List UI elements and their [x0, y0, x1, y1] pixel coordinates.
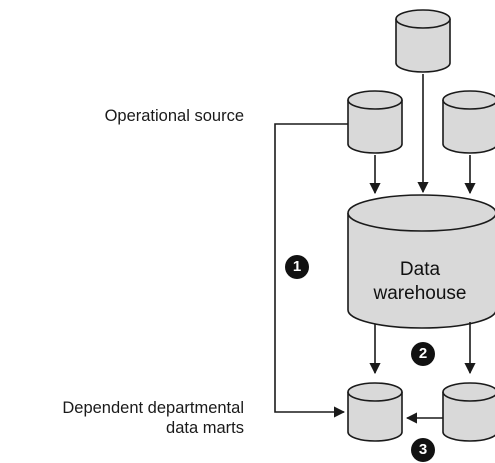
- badge-2-number: 2: [418, 345, 428, 362]
- dependent-data-marts-label: Dependent departmental data marts: [0, 398, 244, 438]
- arrow-source-bypass-to-mart: [274, 123, 348, 418]
- dependent-data-marts-label-line1: Dependent departmental: [62, 399, 244, 417]
- warehouse-label-line1: Data: [399, 259, 441, 280]
- operational-source-top-cylinder: [395, 9, 451, 73]
- warehouse-label-line2: warehouse: [373, 283, 467, 304]
- operational-source-right-cylinder: [442, 90, 495, 154]
- data-warehouse-cylinder: [347, 194, 495, 329]
- operational-source-left-cylinder: [347, 90, 403, 154]
- badge-1-number: 1: [292, 258, 302, 275]
- data-mart-right-cylinder: [442, 382, 495, 442]
- badge-1-circle: [285, 255, 309, 279]
- badge-3-circle: [411, 438, 435, 462]
- data-mart-left-cylinder: [347, 382, 403, 442]
- dependent-data-marts-label-line2: data marts: [166, 419, 244, 437]
- operational-source-label: Operational source: [104, 107, 244, 125]
- badge-3-number: 3: [418, 441, 428, 458]
- badge-2-circle: [411, 342, 435, 366]
